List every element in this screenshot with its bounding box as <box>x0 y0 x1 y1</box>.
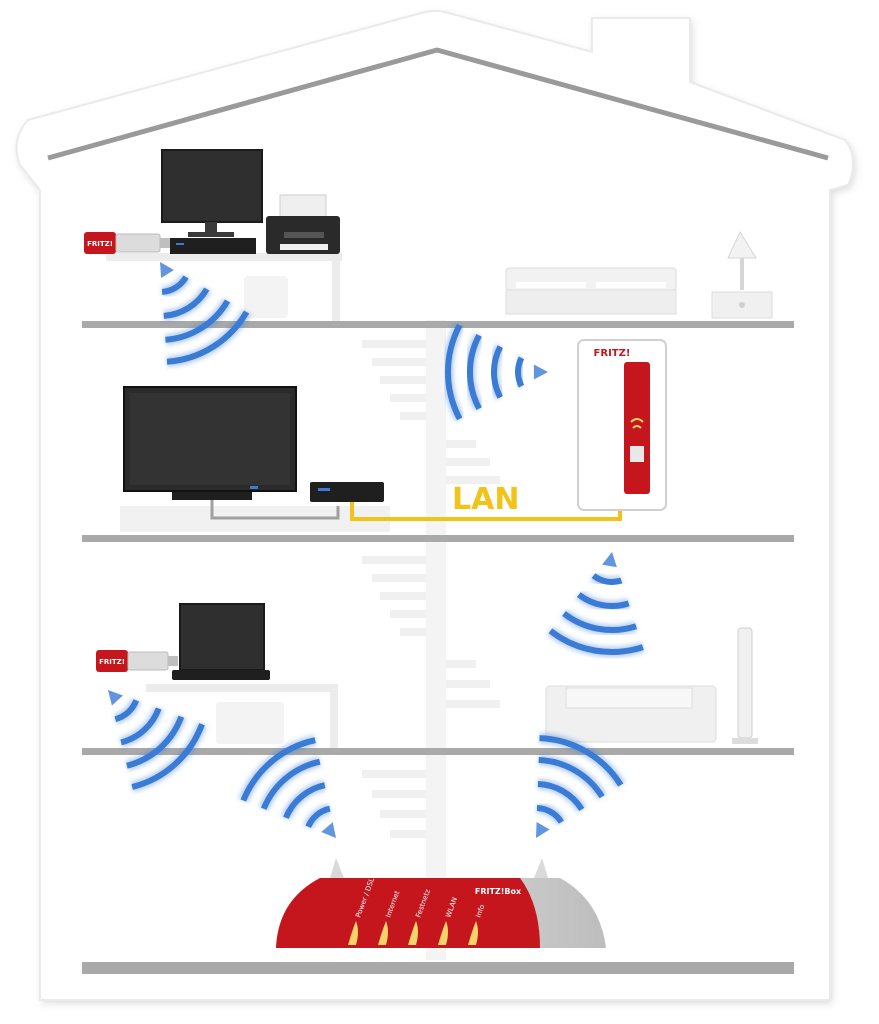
usb-wifi-stick-icon: FRITZ! <box>84 232 170 254</box>
floor-third <box>82 748 794 755</box>
lan-label: LAN <box>452 482 519 517</box>
desk-third-floor <box>146 684 338 748</box>
wifi-signal-icon <box>108 690 208 793</box>
lamp-icon <box>711 230 773 319</box>
floor-ground <box>82 962 794 974</box>
router-brand: FRITZ!Box <box>475 887 522 896</box>
lan-cable: LAN <box>350 482 622 521</box>
monitor-icon <box>161 149 263 254</box>
floor-top <box>82 321 794 328</box>
wifi-signals <box>108 262 645 838</box>
floor-shelves <box>82 321 794 974</box>
repeater-brand: FRITZ! <box>594 348 631 359</box>
staircase <box>362 320 500 960</box>
floor-second <box>82 535 794 542</box>
wifi-signal-icon <box>238 734 336 838</box>
stick-brand: FRITZ! <box>87 240 113 248</box>
wifi-signal-icon <box>442 322 548 422</box>
repeater-icon: FRITZ! <box>577 339 667 511</box>
wifi-signal-icon <box>547 552 645 658</box>
router-leds <box>348 921 478 945</box>
laptop-icon <box>172 603 270 680</box>
desk-top-floor <box>106 253 342 321</box>
usb-wifi-stick-icon: FRITZ! <box>96 650 178 672</box>
sofa-icon <box>545 685 717 743</box>
wifi-signal-icon <box>160 262 252 368</box>
wifi-signal-icon <box>536 732 626 838</box>
printer-icon <box>266 194 340 254</box>
stick-brand-2: FRITZ! <box>99 658 125 666</box>
bed-icon <box>505 267 677 315</box>
set-top-box-icon <box>310 482 384 502</box>
speaker-icon <box>732 627 758 744</box>
tv-icon <box>123 386 340 520</box>
